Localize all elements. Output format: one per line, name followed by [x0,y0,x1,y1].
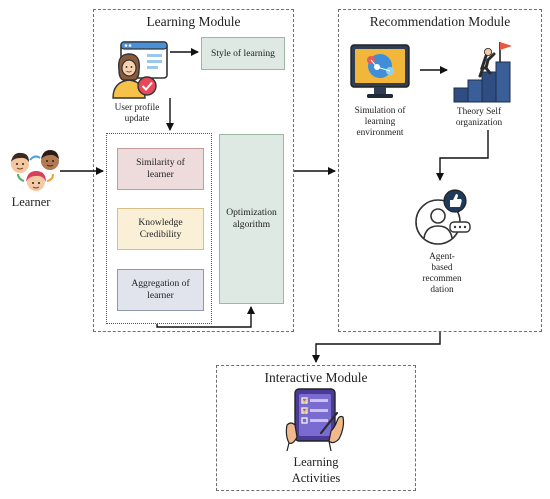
theory-self-organization-label: Theory Self organization [455,107,503,129]
user-profile-update-label: User profile update [114,103,160,125]
learning-module-title: Learning Module [146,14,241,29]
arrow-theory-to-agent [436,130,489,181]
optimization-algorithm-box: Optimization algorithm [219,134,284,304]
recommendation-module-title: Recommendation Module [369,14,511,29]
agent-feedback-icon [415,189,471,245]
interactive-module-title: Interactive Module [264,370,368,385]
aggregation-of-learner-box: Aggregation of learner [117,269,204,311]
learner-label: Learner [11,195,51,209]
simulation-label: Simulation of learning environment [354,106,406,139]
mountain-flag-climb-icon [453,42,512,103]
tablet-checklist-icon [285,388,345,452]
knowledge-credibility-box: Knowledge Credibility [117,208,204,250]
agent-based-recommendation-label: Agent- based recommen dation [422,252,462,296]
learners-group-icon [11,150,59,191]
learning-activities-label: Learning Activities [291,455,341,485]
learner-factors-group [106,133,212,324]
similarity-of-learner-box: Similarity of learner [117,148,204,190]
monitor-simulation-icon [350,44,410,98]
user-profile-browser-icon [112,41,168,99]
style-of-learning-box: Style of learning [201,37,285,70]
arrow-group-to-optimization [156,306,255,328]
arrow-recommendation-to-interactive [312,332,441,363]
